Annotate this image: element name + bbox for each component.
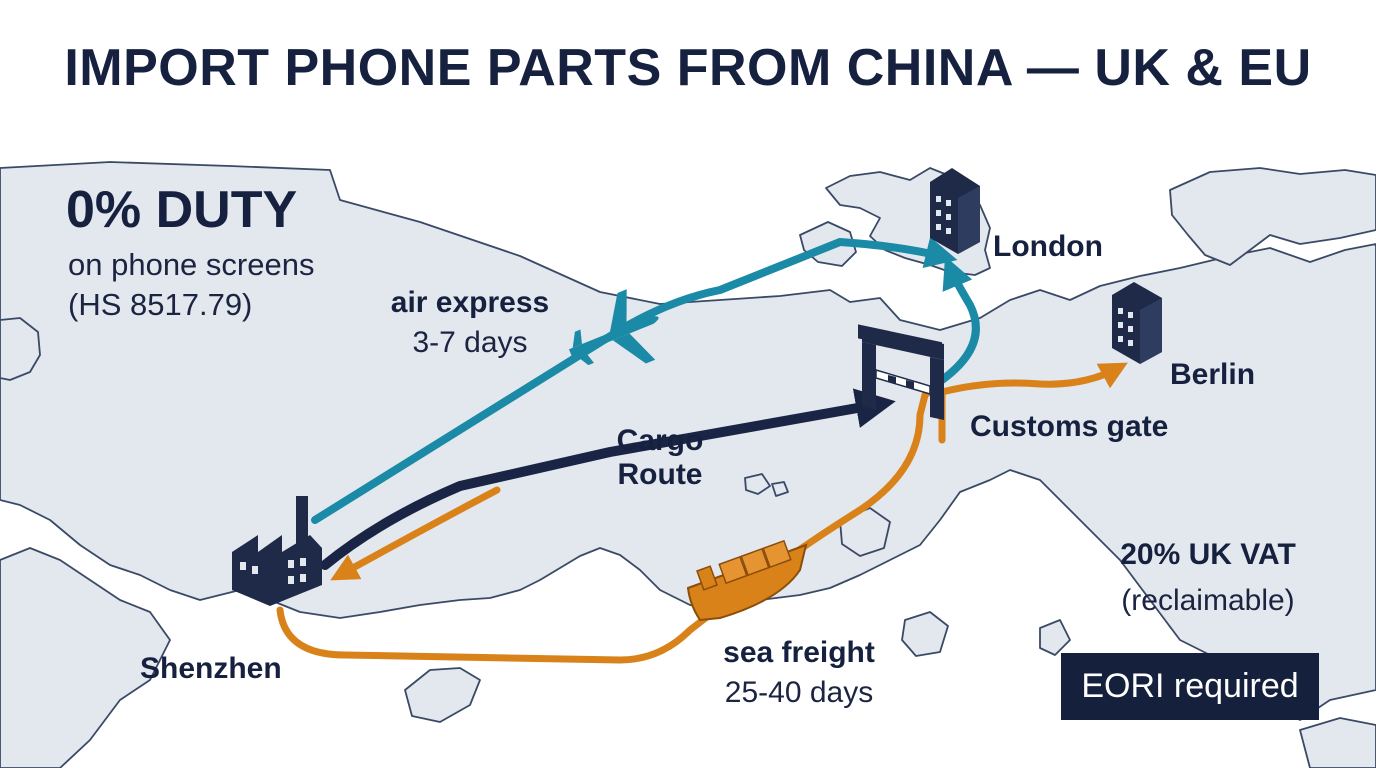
scandinavia [1169, 167, 1376, 266]
air-express-duration: 3-7 days [412, 326, 528, 359]
southern-landmass [0, 547, 171, 768]
west-island [0, 317, 41, 381]
return-freight-route [330, 486, 501, 581]
air-express-label: air express [390, 286, 550, 319]
building-icon-berlin [1112, 282, 1162, 364]
duty-headline: 0% DUTY [66, 181, 298, 239]
sea-freight-route [276, 362, 1128, 664]
island-2 [771, 481, 789, 497]
cargo-route-label-2: Route [617, 458, 703, 491]
air-express-route [311, 236, 958, 524]
island-5 [404, 667, 481, 723]
duty-line-2: (HS 8517.79) [68, 287, 253, 322]
duty-line-1: on phone screens [68, 247, 315, 282]
island-4 [901, 611, 949, 657]
city-london: London [993, 230, 1103, 263]
airplane-icon [568, 289, 659, 366]
vat-note: (reclaimable) [1121, 584, 1295, 617]
factory-icon [232, 496, 322, 606]
customs-gate-label: Customs gate [970, 410, 1169, 443]
cargo-route [320, 388, 896, 570]
city-berlin: Berlin [1170, 358, 1256, 391]
cargo-ship-icon [686, 539, 808, 622]
customs-gate-icon [858, 324, 944, 420]
sea-freight-label: sea freight [723, 636, 875, 669]
eori-badge: EORI required [1061, 653, 1319, 720]
building-icon-london [930, 168, 980, 254]
customs-to-london-route [938, 256, 980, 384]
island-3 [839, 507, 891, 557]
cargo-route-label-1: Cargo [616, 424, 704, 457]
city-shenzhen: Shenzhen [140, 652, 282, 685]
island-6 [1039, 619, 1071, 656]
page-title: IMPORT PHONE PARTS FROM CHINA — UK & EU [64, 39, 1312, 97]
island-1 [744, 473, 771, 495]
routes [276, 236, 1128, 664]
island-7 [1299, 717, 1376, 768]
sea-freight-duration: 25-40 days [724, 676, 874, 709]
vat-headline: 20% UK VAT [1120, 538, 1296, 571]
